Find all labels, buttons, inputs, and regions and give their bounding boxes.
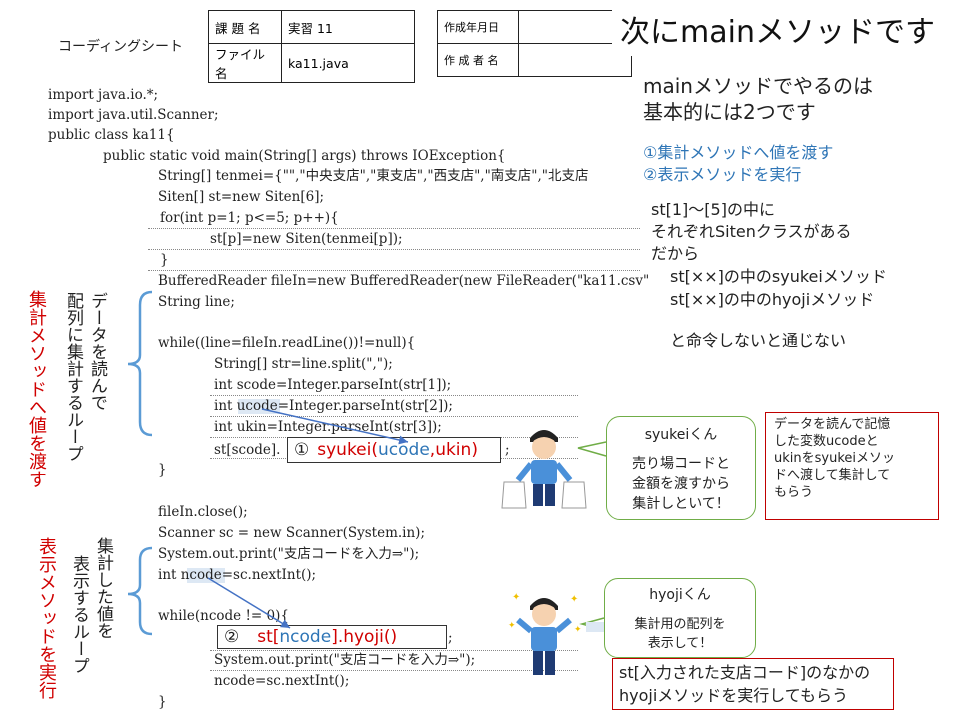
syukei-loop-label-col2: 配列に集計するループ bbox=[63, 292, 83, 462]
subject-label: 課 題 名 bbox=[208, 10, 282, 44]
code-line: st[p]=new Siten(tenmei[p]); bbox=[210, 231, 403, 247]
hyoji-call-pre: st[ bbox=[257, 627, 280, 647]
code-line-end: ; bbox=[448, 630, 453, 646]
redbox1-line2: した変数ucodeと bbox=[774, 434, 879, 449]
bubble2-line1: 集計用の配列を bbox=[634, 617, 726, 632]
syukei-call-arg-ucode: ucode bbox=[378, 440, 430, 460]
hyoji-explanation-box: st[入力された支店コード]のなかの hyojiメソッドを実行してもらう bbox=[612, 658, 894, 710]
ncode-arrow bbox=[207, 577, 291, 629]
step1-number: ① bbox=[294, 440, 310, 460]
code-line: import java.io.*; bbox=[48, 87, 159, 103]
code-line: Siten[] st=new Siten[6]; bbox=[158, 189, 325, 205]
bubble2-line2: 表示して！ bbox=[647, 636, 713, 651]
hyoji-loop-label-col2: 表示するループ bbox=[69, 555, 89, 674]
syukei-loop-label-col1: データを読んで bbox=[87, 292, 107, 411]
redbox1-line1: データを読んで記憶 bbox=[774, 417, 891, 432]
main-note-line1: mainメソッドでやるのは bbox=[643, 74, 873, 98]
code-line: String line; bbox=[158, 294, 235, 310]
syukei-speech-bubble: syukeiくん 売り場コードと 金額を渡すから 集計しといて！ bbox=[606, 416, 756, 520]
hyoji-speech-bubble: hyojiくん 集計用の配列を 表示して！ bbox=[604, 578, 756, 658]
svg-text:✦: ✦ bbox=[512, 592, 520, 603]
file-label: ファイル名 bbox=[208, 43, 282, 83]
slide-title: 次にmainメソッドです bbox=[612, 10, 970, 56]
syukei-bracket bbox=[127, 290, 153, 437]
author-value bbox=[518, 43, 632, 77]
syukei-call-sep: , bbox=[429, 440, 436, 460]
code-line: fileIn.close(); bbox=[158, 504, 248, 520]
bubble1-line1: 売り場コードと bbox=[632, 456, 730, 472]
file-value: ka11.java bbox=[281, 43, 415, 83]
code-line: while((line=fileIn.readLine())!=null){ bbox=[158, 335, 416, 351]
hyoji-red-label: 表示メソッドを実行 bbox=[36, 537, 57, 699]
syukei-call-pre: syukei( bbox=[317, 440, 378, 460]
code-line: import java.util.Scanner; bbox=[48, 107, 219, 123]
redbox1-line4: ドへ渡して集計して bbox=[774, 468, 891, 483]
redbox2-line2: hyojiメソッドを実行してもらう bbox=[619, 686, 849, 705]
code-line: ncode=sc.nextInt(); bbox=[214, 673, 350, 689]
date-label: 作成年月日 bbox=[437, 10, 519, 44]
bubble1-name: syukeiくん bbox=[644, 427, 718, 443]
header-table-right: 作成年月日 作 成 者 名 bbox=[437, 10, 632, 77]
st-note-line3: だから bbox=[651, 244, 700, 263]
author-label: 作 成 者 名 bbox=[437, 43, 519, 77]
main-note-line2: 基本的には2つです bbox=[643, 100, 816, 124]
redbox2-line1: st[入力された支店コード]のなかの bbox=[619, 663, 871, 682]
svg-text:✦: ✦ bbox=[570, 594, 578, 605]
st-note-line2: それぞれSitenクラスがある bbox=[651, 222, 852, 241]
bubble1-tail bbox=[577, 441, 607, 457]
subject-value: 実習 11 bbox=[281, 10, 415, 44]
st-note-line1: st[1]～[5]の中に bbox=[651, 200, 775, 219]
code-line: int ucode=Integer.parseInt(str[2]); bbox=[214, 398, 453, 414]
step2-note: ②表示メソッドを実行 bbox=[643, 165, 802, 184]
code-line: int scode=Integer.parseInt(str[1]); bbox=[214, 377, 452, 393]
code-line: String[] tenmei={"","中央支店","東支店","西支店","… bbox=[158, 168, 589, 184]
step1-note: ①集計メソッドへ値を渡す bbox=[643, 143, 834, 162]
redbox1-line3: ukinをsyukeiメソッ bbox=[774, 451, 895, 466]
hyoji-loop-label-col1: 集計した値を bbox=[93, 537, 113, 639]
redbox1-line5: もらう bbox=[774, 485, 814, 500]
st-note-line6: と命令しないと通じない bbox=[670, 331, 847, 350]
syukei-explanation-box: データを読んで記憶 した変数ucodeと ukinをsyukeiメソッ ドへ渡し… bbox=[765, 412, 939, 520]
syukei-call-post: ) bbox=[471, 440, 478, 460]
code-line: } bbox=[160, 252, 169, 268]
code-line: String[] str=line.split(","); bbox=[214, 356, 393, 372]
code-line: System.out.print("支店コードを入力⇒"); bbox=[214, 652, 476, 668]
code-line: int ncode=sc.nextInt(); bbox=[158, 567, 317, 583]
syukei-red-label: 集計メソッドへ値を渡す bbox=[26, 290, 47, 488]
step2-number: ② bbox=[224, 627, 240, 647]
syukei-call-arg-ukin: ukin bbox=[435, 440, 472, 460]
ncode-highlight bbox=[187, 568, 225, 583]
syukei-character-icon bbox=[501, 430, 587, 509]
code-line: public class ka11{ bbox=[48, 127, 175, 143]
code-line: } bbox=[158, 694, 167, 710]
ucode-arrow bbox=[261, 408, 409, 445]
sheet-title: コーディングシート bbox=[58, 39, 184, 55]
code-line: System.out.print("支店コードを入力⇒"); bbox=[158, 546, 420, 562]
svg-text:✦: ✦ bbox=[508, 621, 516, 631]
code-line: } bbox=[158, 462, 167, 478]
hyoji-bracket bbox=[127, 546, 153, 636]
syukei-call-box: ① syukei(ucode,ukin) bbox=[287, 437, 501, 463]
bubble1-line2: 金額を渡すから bbox=[632, 476, 730, 492]
svg-text:✦: ✦ bbox=[574, 625, 582, 635]
bubble2-name: hyojiくん bbox=[649, 587, 711, 603]
st-note-line4: st[××]の中のsyukeiメソッド bbox=[670, 267, 887, 286]
hyoji-call-box: ② st[ncode].hyoji() bbox=[217, 625, 447, 649]
code-line-end: ; bbox=[505, 442, 510, 458]
hyoji-character-icon: ✦ ✦ ✦ ✦ bbox=[508, 592, 582, 675]
code-line: BufferedReader fileIn=new BufferedReader… bbox=[158, 273, 650, 289]
code-line: for(int p=1; p<=5; p++){ bbox=[160, 210, 339, 226]
code-line: st[scode]. bbox=[214, 442, 281, 458]
st-note-line5: st[××]の中のhyojiメソッド bbox=[670, 290, 875, 309]
hyoji-call-arg-ncode: ncode bbox=[279, 627, 332, 647]
bubble1-line3: 集計しといて！ bbox=[632, 496, 730, 512]
code-line: Scanner sc = new Scanner(System.in); bbox=[158, 525, 425, 541]
hyoji-call-post: ].hyoji() bbox=[331, 627, 398, 647]
pointer-rect bbox=[586, 622, 608, 632]
code-line: public static void main(String[] args) t… bbox=[103, 148, 506, 164]
